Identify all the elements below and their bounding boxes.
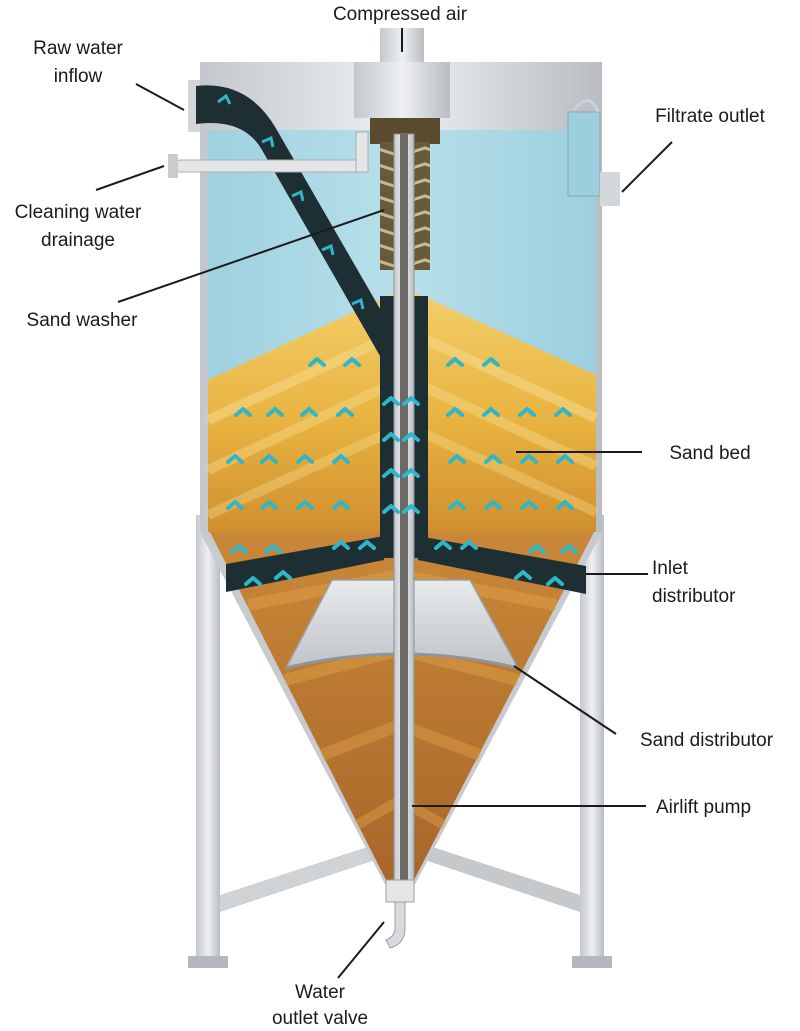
label-inlet-distributor-line2: distributor <box>652 586 736 607</box>
water-outlet-valve <box>385 879 415 949</box>
label-filtrate-outlet: Filtrate outlet <box>655 106 766 127</box>
label-water-outlet-line2: outlet valve <box>272 1008 368 1029</box>
label-inlet-distributor-line1: Inlet <box>652 558 689 579</box>
leader-cleaning-water <box>95 165 165 191</box>
label-water-outlet-line1: Water <box>295 982 346 1003</box>
leader-filtrate-outlet <box>621 141 673 193</box>
label-sand-washer: Sand washer <box>27 310 139 331</box>
raw-water-inflow-pipe <box>188 80 398 357</box>
filtrate-outlet-weir <box>567 99 620 206</box>
inlet-distributor-arms <box>226 296 586 594</box>
label-compressed-air: Compressed air <box>333 4 468 25</box>
leader-lines <box>95 28 673 979</box>
label-raw-water-line1: Raw water <box>33 38 123 59</box>
label-airlift-pump: Airlift pump <box>656 797 751 818</box>
leader-raw-water <box>135 83 185 111</box>
leader-sand-distributor <box>513 665 617 735</box>
leader-sand-washer <box>117 209 385 303</box>
label-cleaning-water-line2: drainage <box>41 230 115 251</box>
label-cleaning-water-line1: Cleaning water <box>15 202 142 223</box>
flow-chevrons <box>226 357 578 586</box>
label-sand-distributor: Sand distributor <box>640 730 774 751</box>
label-raw-water-line2: inflow <box>54 66 103 87</box>
callout-labels: Compressed air Raw water inflow Filtrate… <box>15 4 774 1029</box>
label-sand-bed: Sand bed <box>669 443 750 464</box>
cleaning-water-drainage-pipe <box>168 131 369 178</box>
leader-water-outlet <box>337 921 385 979</box>
